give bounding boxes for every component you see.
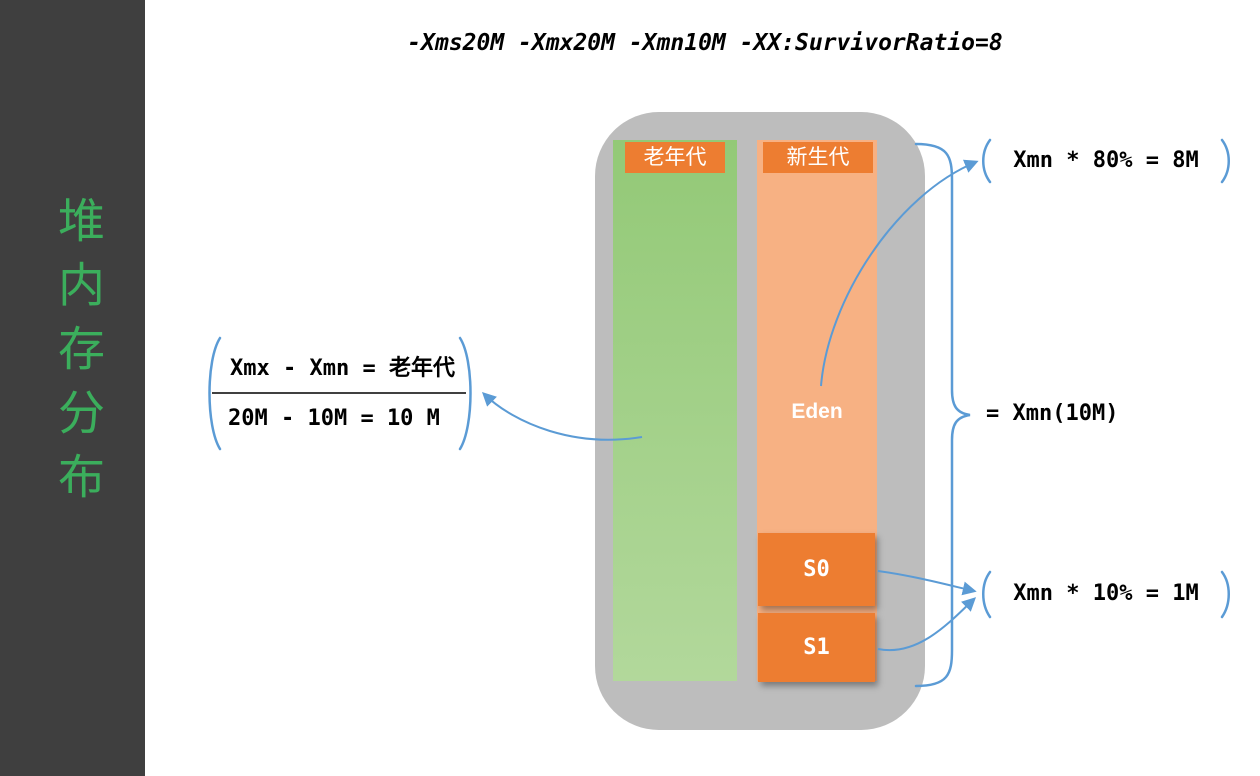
sidebar-vertical-title: 堆内存分布 <box>49 196 104 516</box>
left-box-close-paren <box>458 336 472 451</box>
eden-size-close-paren <box>1220 138 1230 184</box>
eden-size-open-paren <box>982 138 992 184</box>
eden-label: Eden <box>791 400 843 423</box>
survivor-s0-box: S0 <box>758 533 875 606</box>
new-gen-size-annotation: = Xmn(10M) <box>986 401 1119 426</box>
old-generation-header: 老年代 <box>625 142 725 173</box>
survivor-s1-box: S1 <box>758 613 875 682</box>
survivor-size-annotation: Xmn * 10% = 1M <box>1013 581 1199 606</box>
jvm-flags-title: -Xms20M -Xmx20M -Xmn10M -XX:SurvivorRati… <box>407 30 1003 56</box>
new-generation-header: 新生代 <box>763 142 873 173</box>
old-generation-region <box>613 140 737 681</box>
survivor-size-open-paren <box>982 570 992 619</box>
eden-size-annotation: Xmn * 80% = 8M <box>1013 148 1199 173</box>
old-gen-formula-line2: 20M - 10M = 10 M <box>228 406 440 431</box>
survivor-size-close-paren <box>1220 570 1230 619</box>
left-box-open-paren <box>208 336 222 451</box>
old-gen-formula-line1: Xmx - Xmn = 老年代 <box>230 356 455 381</box>
sidebar: 堆内存分布 <box>0 0 145 776</box>
